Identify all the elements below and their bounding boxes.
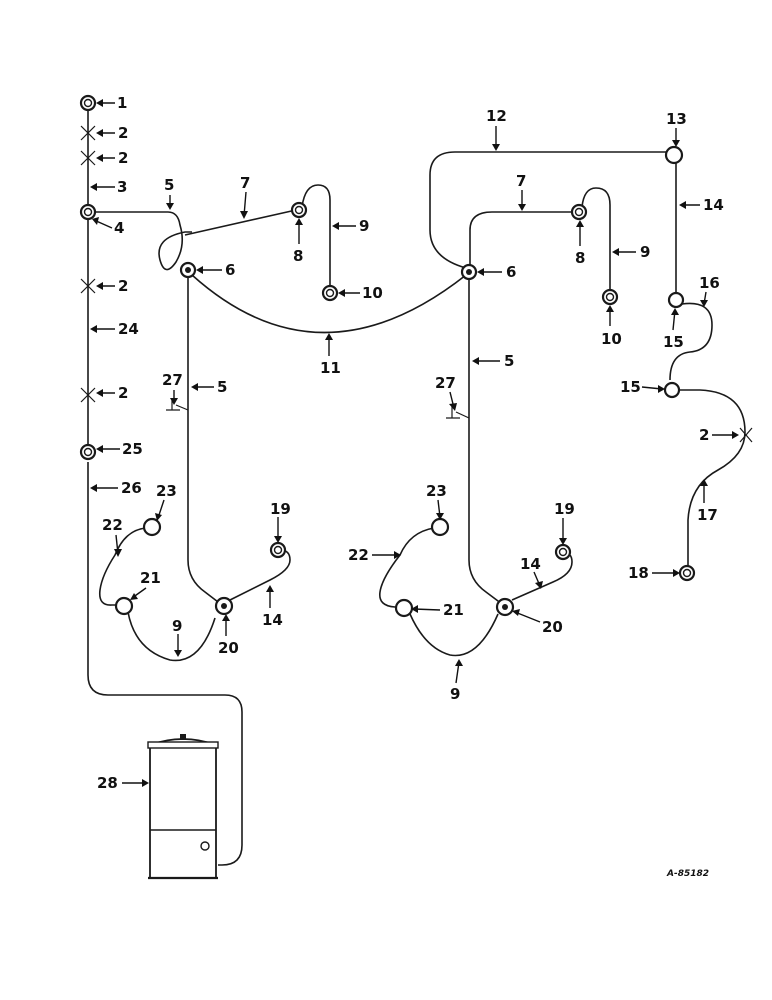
callout-13: 13	[666, 110, 687, 128]
callout-8: 8	[575, 249, 585, 267]
callout-14: 14	[520, 555, 541, 573]
callout-2: 2	[699, 426, 709, 444]
callout-5: 5	[164, 176, 174, 194]
x-mark	[80, 150, 96, 166]
callout-20: 20	[542, 618, 563, 636]
reference-number: A-85182	[666, 869, 709, 879]
callout-20: 20	[218, 639, 239, 657]
callout-14: 14	[703, 196, 724, 214]
callout-14: 14	[262, 611, 283, 629]
callout-24: 24	[118, 320, 139, 338]
x-mark	[80, 278, 96, 294]
lubricator-reservoir	[147, 734, 219, 880]
line-7-left	[184, 209, 297, 236]
callout-7: 7	[516, 172, 526, 190]
fittings	[79, 94, 696, 618]
fitting-23-left	[142, 517, 162, 537]
callout-6: 6	[225, 261, 235, 279]
line-12	[429, 151, 666, 269]
line-9-right-upper	[581, 187, 611, 290]
callout-5: 5	[504, 352, 514, 370]
callout-10: 10	[362, 284, 383, 302]
fitting-15-upper	[667, 291, 685, 309]
callout-15: 15	[663, 333, 684, 351]
line-16	[669, 302, 713, 381]
callout-4: 4	[114, 219, 124, 237]
callout-11: 11	[320, 359, 341, 377]
line-9-left-lower	[127, 611, 216, 662]
fitting-21-right	[394, 598, 414, 618]
line-11	[191, 274, 467, 334]
callout-2: 2	[118, 277, 128, 295]
callout-9: 9	[172, 617, 182, 635]
callout-23: 23	[426, 482, 447, 500]
tubing-lines	[87, 110, 746, 866]
fitting-27-right	[446, 405, 470, 419]
line-22-left	[98, 527, 147, 606]
callout-2: 2	[118, 384, 128, 402]
callout-arrows	[90, 99, 739, 787]
callout-27: 27	[435, 374, 456, 392]
fitting-15-lower	[663, 381, 681, 399]
fitting-21-left	[114, 596, 134, 616]
callout-23: 23	[156, 482, 177, 500]
callout-17: 17	[697, 506, 718, 524]
x-mark	[80, 387, 96, 403]
callout-27: 27	[162, 371, 183, 389]
callout-22: 22	[348, 546, 369, 564]
callout-2: 2	[118, 124, 128, 142]
callout-7: 7	[240, 174, 250, 192]
callout-22: 22	[102, 516, 123, 534]
fitting-23-right	[430, 517, 450, 537]
callout-28: 28	[97, 774, 118, 792]
callout-19: 19	[554, 500, 575, 518]
line-5-right-vertical	[468, 280, 503, 605]
fitting-13	[664, 145, 684, 165]
callout-26: 26	[121, 479, 142, 497]
callout-6: 6	[506, 263, 516, 281]
callout-9: 9	[359, 217, 369, 235]
x-mark	[80, 125, 96, 141]
callout-12: 12	[486, 107, 507, 125]
callout-3: 3	[117, 178, 127, 196]
x-mark	[739, 427, 753, 443]
callout-10: 10	[601, 330, 622, 348]
line-5-vertical	[187, 270, 223, 606]
callout-21: 21	[443, 601, 464, 619]
callout-5: 5	[217, 378, 227, 396]
callout-9: 9	[450, 685, 460, 703]
callout-15: 15	[620, 378, 641, 396]
callout-8: 8	[293, 247, 303, 265]
callout-1: 1	[117, 94, 127, 112]
line-17	[680, 389, 746, 566]
callout-9: 9	[640, 243, 650, 261]
callout-2: 2	[118, 149, 128, 167]
line-22-right	[378, 527, 435, 608]
callout-18: 18	[628, 564, 649, 582]
line-5-top	[95, 211, 192, 271]
line-9-left-upper	[301, 184, 331, 285]
callout-21: 21	[140, 569, 161, 587]
callout-19: 19	[270, 500, 291, 518]
fitting-27-left	[166, 400, 189, 411]
line-26	[87, 462, 243, 866]
callout-labels: 1 2 2 3 4 5 7 9 8 6 10 2 24 11 27 5 2 25…	[97, 94, 724, 792]
line-7-right	[469, 211, 576, 268]
callout-16: 16	[699, 274, 720, 292]
callout-25: 25	[122, 440, 143, 458]
line-9-right-lower	[409, 613, 499, 657]
breather-marks	[80, 125, 753, 443]
